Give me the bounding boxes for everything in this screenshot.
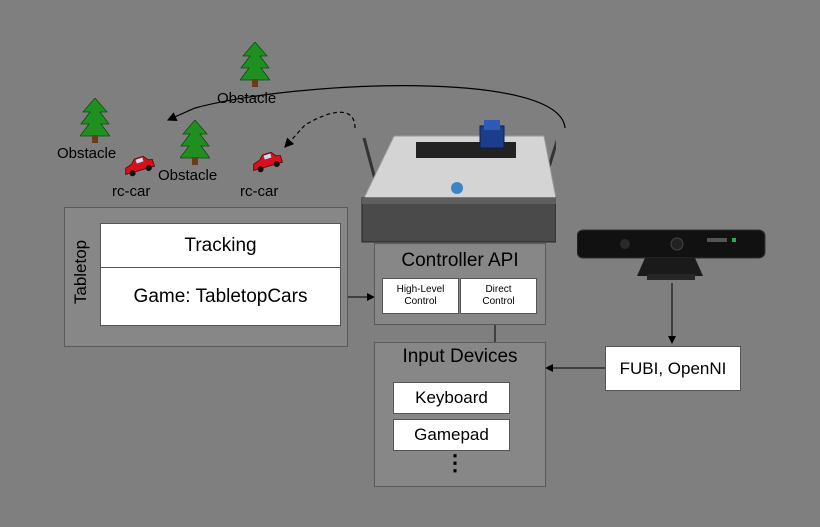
gamepad-box: Gamepad <box>393 419 510 451</box>
controller-device-illustration <box>361 120 556 243</box>
fubi-openni-box: FUBI, OpenNI <box>605 346 741 391</box>
tree-icon <box>240 42 270 87</box>
input-devices-title: Input Devices <box>402 346 518 367</box>
path-curve-obstacle <box>166 85 566 129</box>
obstacle-label: Obstacle <box>217 90 277 107</box>
input-devices-panel <box>374 342 546 487</box>
tracking-box: Tracking <box>100 223 341 268</box>
car-icon <box>125 156 156 177</box>
tree-icon <box>80 98 110 143</box>
keyboard-box: Keyboard <box>393 382 510 414</box>
obstacle-label: Obstacle <box>158 167 218 184</box>
kinect-sensor-illustration <box>577 229 766 280</box>
rc-car-label: rc-car <box>240 183 279 200</box>
rc-car-label: rc-car <box>112 183 151 200</box>
high-level-control-box: High-Level Control <box>382 278 459 314</box>
more-devices-ellipsis: ⋮ <box>444 450 466 475</box>
car-icon <box>253 152 284 173</box>
tree-icon <box>180 120 210 165</box>
direct-control-box: Direct Control <box>460 278 537 314</box>
controller-api-title: Controller API <box>401 250 519 271</box>
tabletop-side-label: Tabletop <box>71 239 90 305</box>
obstacle-label: Obstacle <box>57 145 117 162</box>
path-curve-rc-car <box>284 111 356 148</box>
game-box: Game: TabletopCars <box>100 267 341 326</box>
